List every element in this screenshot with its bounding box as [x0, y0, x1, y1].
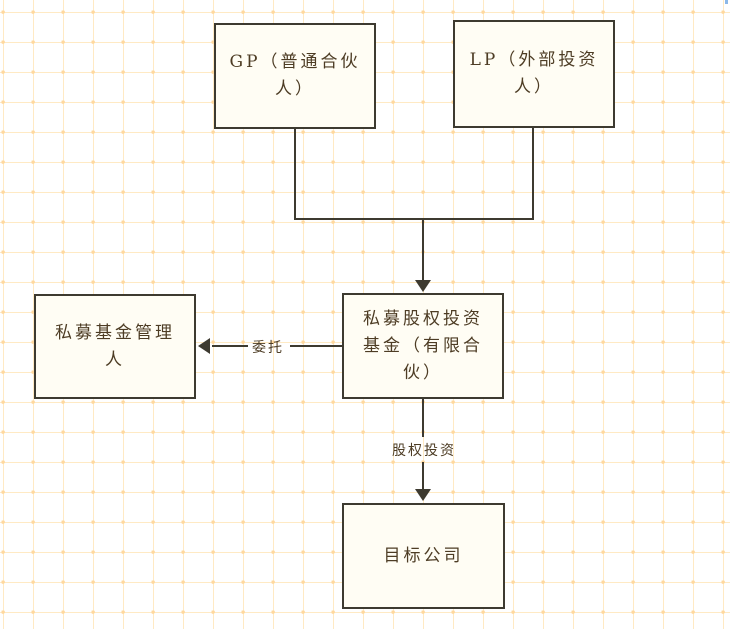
- node-lp-external-investor: LP（外部投资 人）: [453, 20, 615, 128]
- node-fund-text-line: 基金（有限合: [363, 335, 483, 356]
- node-lp-text-line: LP（外部投资: [469, 50, 599, 70]
- connector-entrust-left: [212, 345, 248, 347]
- edge-label-equity-investment: 股权投资: [392, 443, 456, 459]
- node-fund-manager: 私募基金管理 人: [34, 294, 196, 399]
- screen-artifact-dot: [725, 0, 728, 4]
- arrowhead-into-manager-icon: [198, 338, 210, 354]
- node-gp-text-line: 人）: [275, 79, 315, 99]
- connector-invest-bottom: [422, 462, 424, 489]
- connector-join-horizontal: [294, 218, 534, 220]
- edge-label-entrust: 委托: [252, 340, 284, 356]
- node-gp-text-line: GP（普通合伙: [229, 52, 361, 72]
- node-manager-text-line: 私募基金管理: [55, 322, 175, 343]
- node-manager-text-line: 人: [105, 349, 125, 370]
- arrowhead-into-fund-icon: [415, 280, 431, 292]
- connector-invest-top: [422, 399, 424, 437]
- connector-gp-down: [294, 129, 296, 219]
- connector-join-drop: [422, 219, 424, 280]
- node-gp-general-partner: GP（普通合伙 人）: [214, 23, 376, 129]
- connector-entrust-right: [290, 345, 342, 347]
- node-lp-text-line: 人）: [514, 77, 554, 97]
- node-fund-text-line: 私募股权投资: [363, 308, 483, 329]
- connector-lp-down: [532, 128, 534, 219]
- node-fund-text-line: 伙）: [403, 362, 443, 383]
- node-pe-fund-limited-partnership: 私募股权投资 基金（有限合 伙）: [342, 293, 504, 399]
- node-target-text-line: 目标公司: [383, 545, 464, 566]
- node-target-company: 目标公司: [342, 503, 505, 609]
- arrowhead-into-target-icon: [415, 489, 431, 501]
